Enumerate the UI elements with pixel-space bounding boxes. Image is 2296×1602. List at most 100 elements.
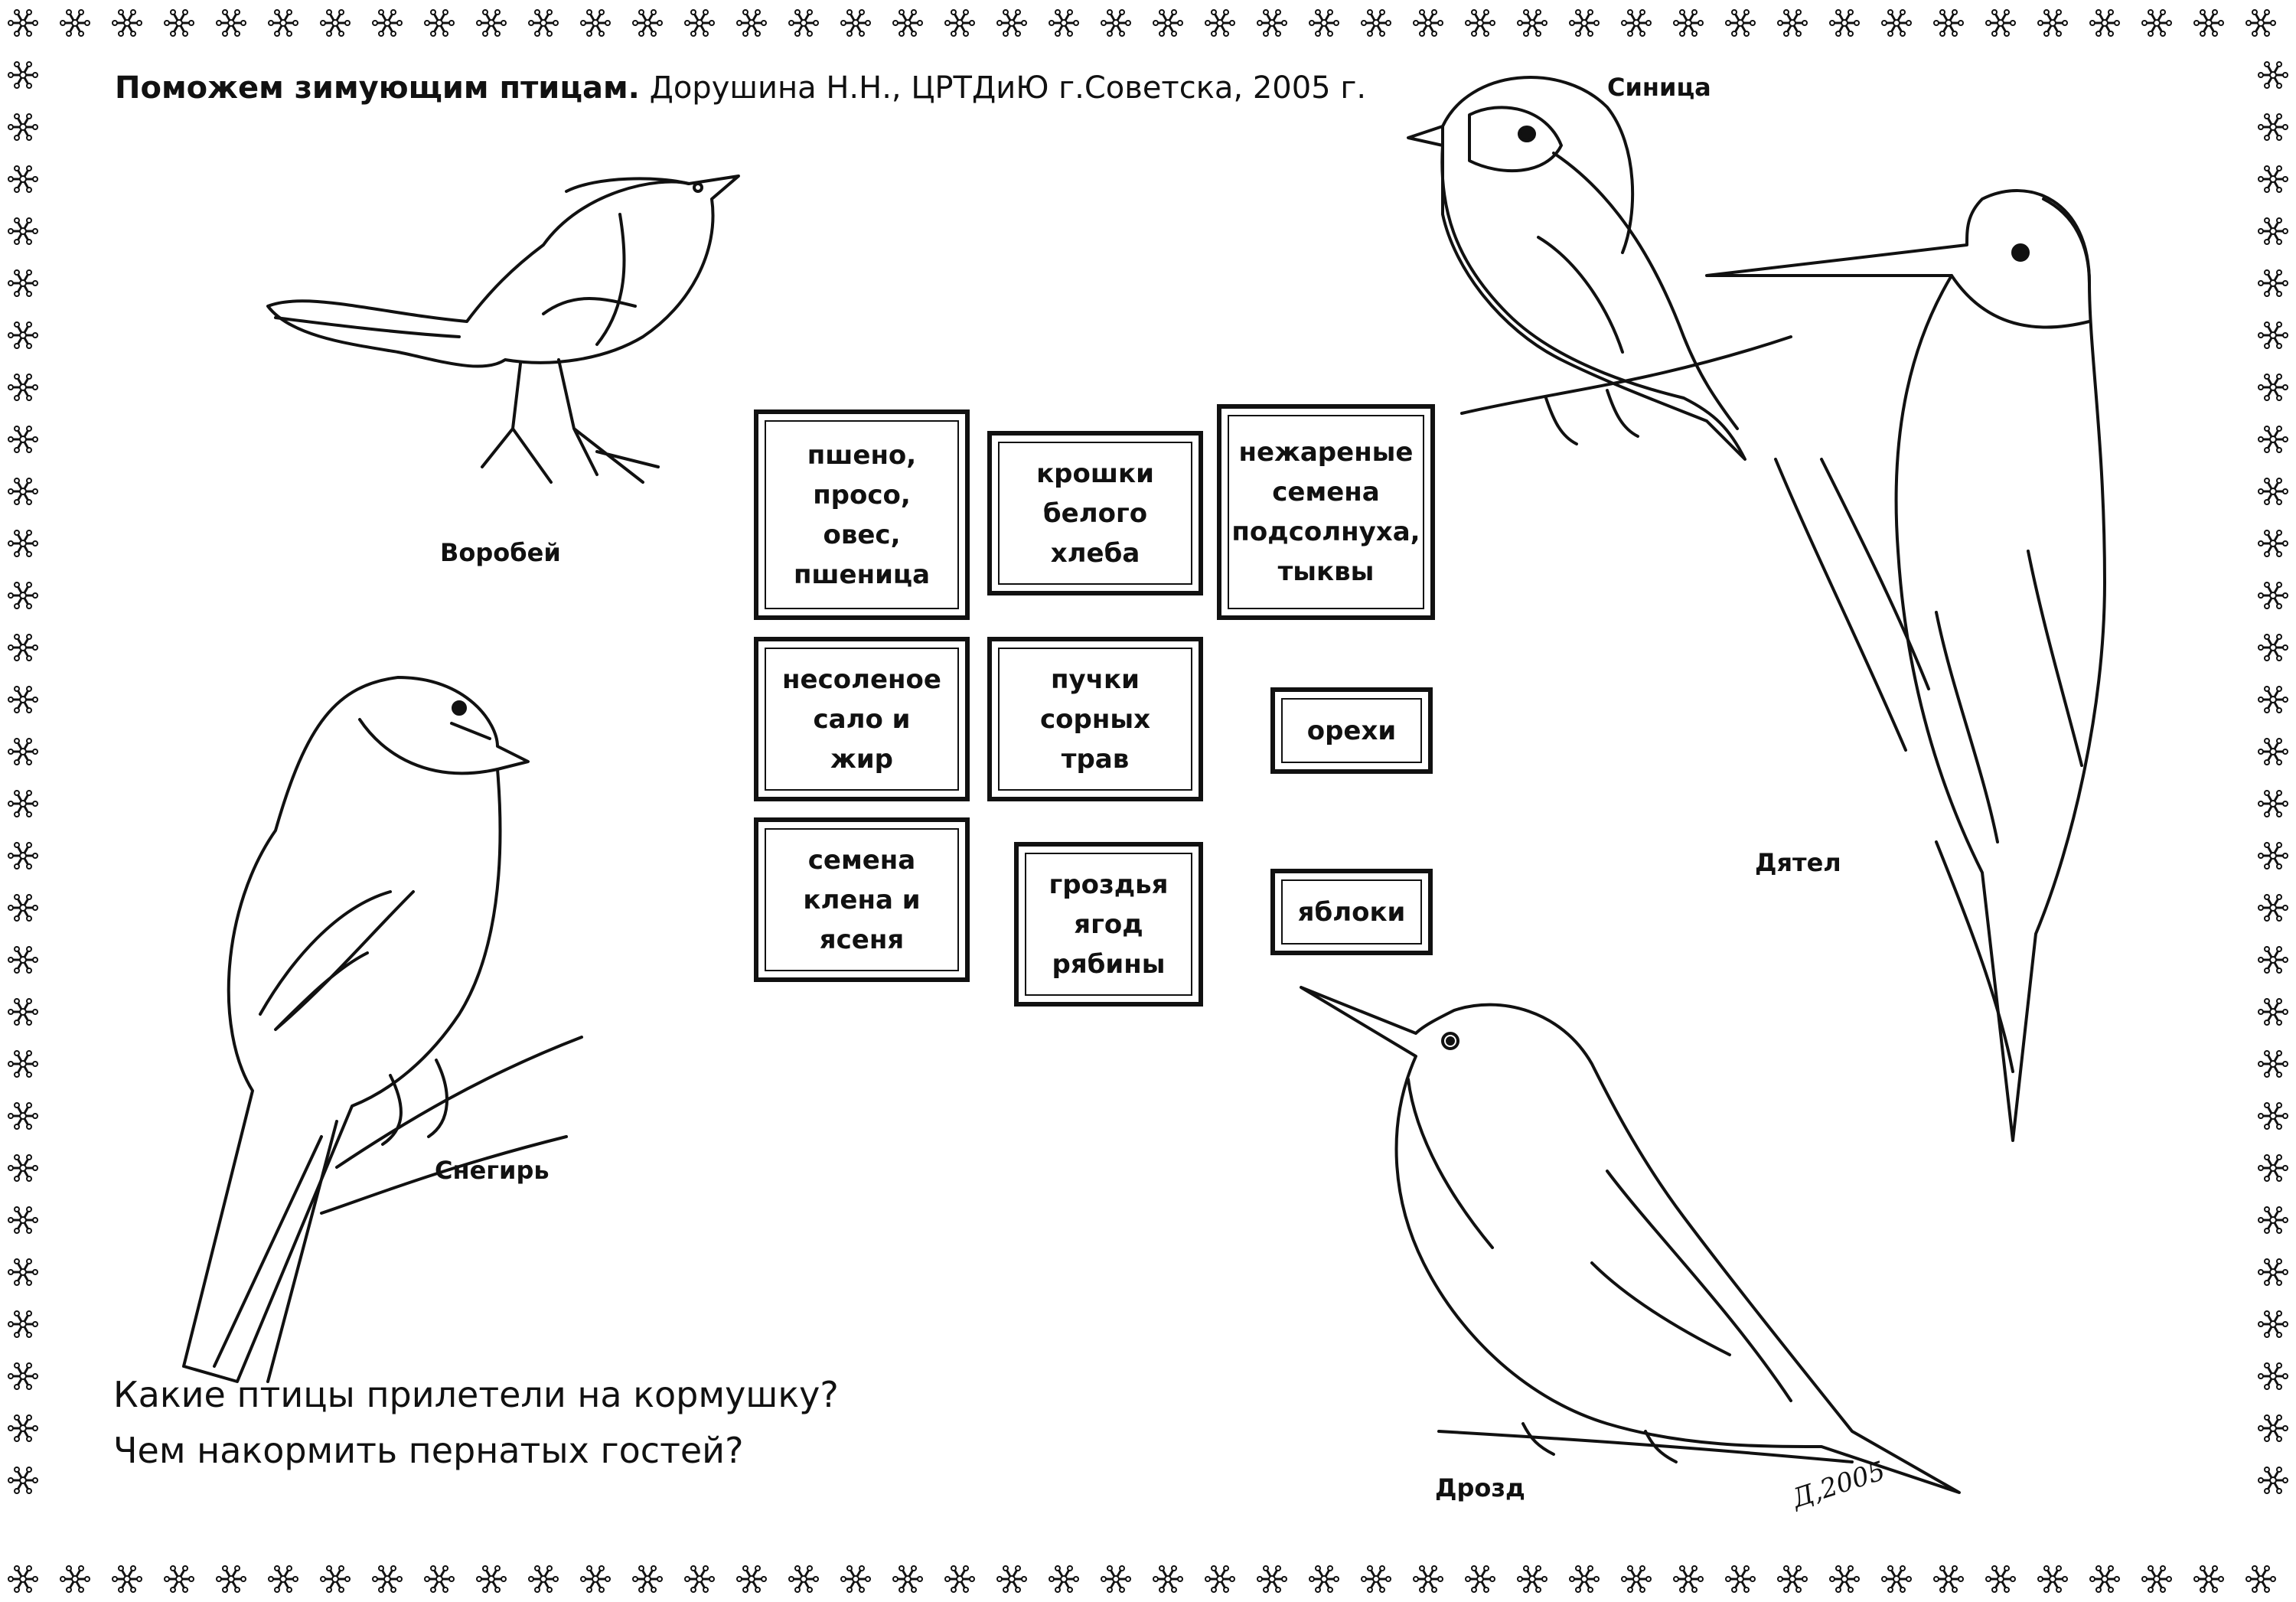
snowflake-icon <box>2257 841 2289 870</box>
snowflake-icon <box>1620 8 1652 38</box>
snowflake-icon <box>163 1564 195 1594</box>
snowflake-icon <box>7 269 39 298</box>
snowflake-icon <box>2257 633 2289 662</box>
snowflake-icon <box>892 8 924 38</box>
snowflake-icon <box>7 1206 39 1235</box>
snowflake-icon <box>7 1466 39 1495</box>
snowflake-icon <box>7 1564 39 1594</box>
snowflake-icon <box>7 581 39 610</box>
snowflake-icon <box>2257 945 2289 974</box>
snowflake-icon <box>423 1564 455 1594</box>
snowflake-icon <box>7 1310 39 1339</box>
snowflake-icon <box>7 1153 39 1183</box>
snowflake-icon <box>1152 8 1184 38</box>
snowflake-icon <box>1932 1564 1965 1594</box>
snowflake-icon <box>1932 8 1965 38</box>
snowflake-icon <box>7 321 39 350</box>
snowflake-icon <box>1256 1564 1288 1594</box>
snowflake-icon <box>2257 165 2289 194</box>
sparrow-drawing <box>266 175 740 484</box>
snowflake-icon <box>631 1564 664 1594</box>
snowflake-icon <box>1464 1564 1496 1594</box>
food-card-seeds: нежареные семена подсолнуха, тыквы <box>1217 404 1435 620</box>
snowflake-icon <box>1828 1564 1861 1594</box>
snowflake-icon <box>215 8 247 38</box>
snowflake-icon <box>2257 269 2289 298</box>
snowflake-icon <box>2257 1153 2289 1183</box>
snowflake-icon <box>1568 1564 1600 1594</box>
snowflake-icon <box>1985 8 2017 38</box>
snowflake-icon <box>59 1564 91 1594</box>
snowflake-icon <box>1724 1564 1756 1594</box>
snowflake-icon <box>527 8 559 38</box>
snowflake-icon <box>7 1049 39 1078</box>
question-what-to-feed: Чем накормить пернатых гостей? <box>113 1430 744 1471</box>
food-card-weeds: пучки сорных трав <box>987 637 1203 801</box>
snowflake-icon <box>423 8 455 38</box>
snowflake-icon <box>944 8 976 38</box>
tit-drawing <box>1407 76 1792 461</box>
snowflake-icon <box>579 1564 612 1594</box>
snowflake-icon <box>788 1564 820 1594</box>
snowflake-icon <box>2257 1466 2289 1495</box>
snowflake-icon <box>683 1564 716 1594</box>
snowflake-icon <box>2257 60 2289 90</box>
snowflake-icon <box>840 1564 872 1594</box>
snowflake-icon <box>944 1564 976 1594</box>
snowflake-icon <box>2257 425 2289 454</box>
snowflake-icon <box>1620 1564 1652 1594</box>
snowflake-icon <box>683 8 716 38</box>
snowflake-icon <box>1100 1564 1132 1594</box>
snowflake-icon <box>2257 477 2289 506</box>
snowflake-icon <box>7 997 39 1026</box>
snowflake-icon <box>267 1564 299 1594</box>
snowflake-icon <box>2257 1362 2289 1391</box>
snowflake-icon <box>2257 373 2289 402</box>
snowflake-icon <box>371 8 403 38</box>
snowflake-icon <box>7 217 39 246</box>
snowflake-icon <box>2245 8 2277 38</box>
snowflake-icon <box>7 685 39 714</box>
snowflake-icon <box>7 737 39 766</box>
snowflake-icon <box>579 8 612 38</box>
snowflake-icon <box>7 165 39 194</box>
snowflake-icon <box>2257 789 2289 818</box>
header-author: Дорушина Н.Н., ЦРТДиЮ г.Советска, 2005 г… <box>639 70 1367 106</box>
snowflake-icon <box>7 1258 39 1287</box>
snowflake-icon <box>1360 8 1392 38</box>
woodpecker-label: Дятел <box>1755 848 1841 877</box>
snowflake-icon <box>267 8 299 38</box>
question-which-birds: Какие птицы прилетели на кормушку? <box>113 1374 839 1415</box>
snowflake-icon <box>2257 581 2289 610</box>
snowflake-icon <box>163 8 195 38</box>
snowflake-icon <box>2257 997 2289 1026</box>
snowflake-icon <box>2193 8 2225 38</box>
snowflake-icon <box>1412 8 1444 38</box>
snowflake-icon <box>1256 8 1288 38</box>
page-header: Поможем зимующим птицам. Дорушина Н.Н., … <box>115 70 1366 106</box>
snowflake-icon <box>1412 1564 1444 1594</box>
snowflake-icon <box>735 8 768 38</box>
snowflake-icon <box>1724 8 1756 38</box>
snowflake-icon <box>7 1362 39 1391</box>
snowflake-icon <box>475 8 507 38</box>
snowflake-icon <box>1152 1564 1184 1594</box>
food-card-nuts: орехи <box>1270 687 1433 774</box>
snowflake-icon <box>735 1564 768 1594</box>
snowflake-icon <box>7 425 39 454</box>
snowflake-icon <box>1048 8 1080 38</box>
food-card-apples: яблоки <box>1270 869 1433 955</box>
snowflake-icon <box>1100 8 1132 38</box>
snowflake-icon <box>371 1564 403 1594</box>
snowflake-icon <box>7 1101 39 1131</box>
snowflake-icon <box>7 60 39 90</box>
snowflake-icon <box>475 1564 507 1594</box>
snowflake-icon <box>1776 1564 1808 1594</box>
snowflake-icon <box>2141 1564 2173 1594</box>
snowflake-icon <box>2257 529 2289 558</box>
thrush-drawing <box>1300 986 1961 1494</box>
snowflake-icon <box>527 1564 559 1594</box>
food-card-bread-crumbs: крошки белого хлеба <box>987 431 1203 595</box>
snowflake-icon <box>1360 1564 1392 1594</box>
snowflake-icon <box>7 477 39 506</box>
